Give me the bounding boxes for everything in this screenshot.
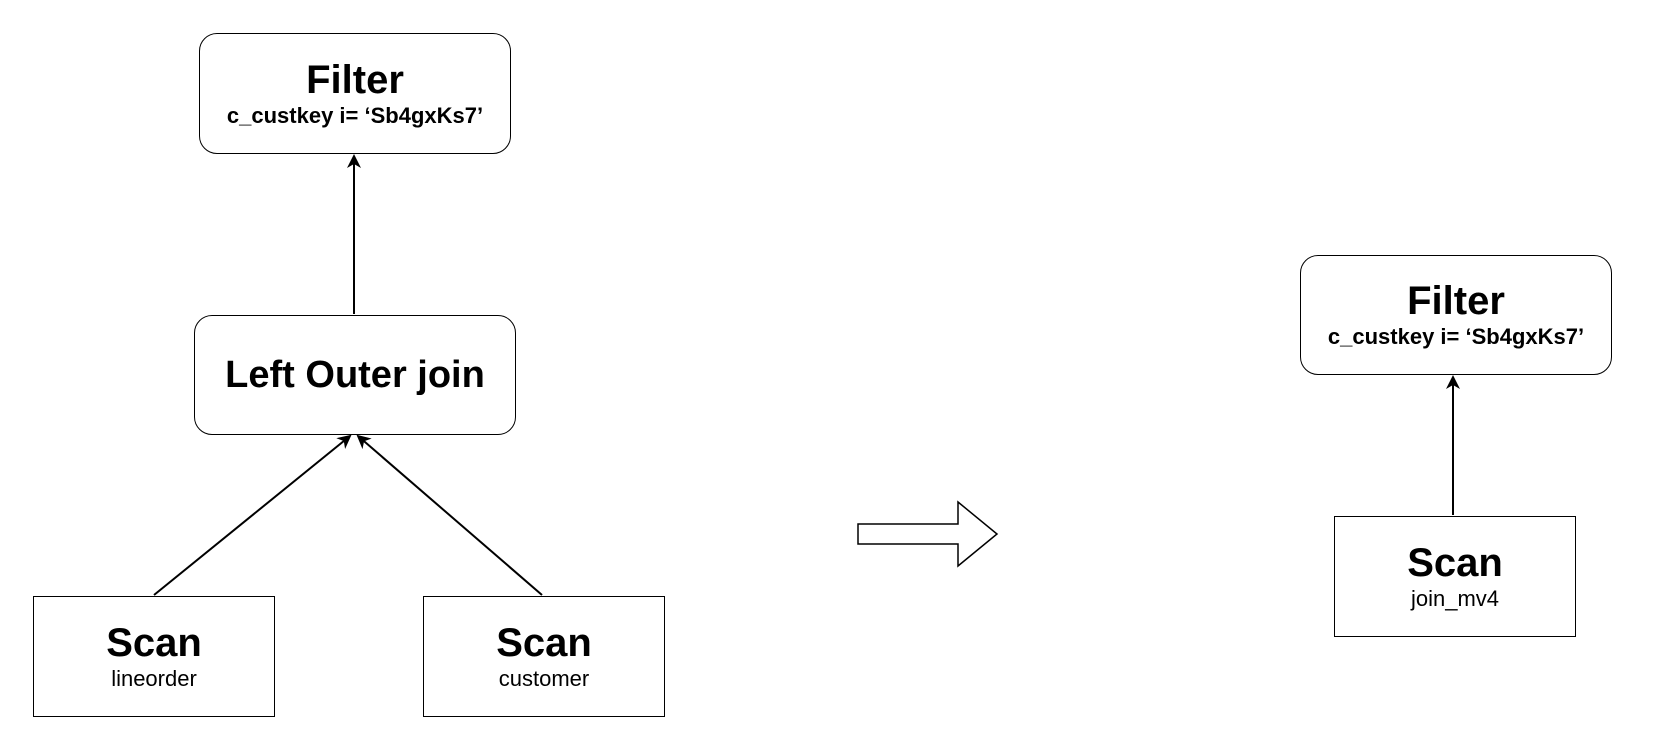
left-join-title: Left Outer join bbox=[225, 354, 485, 396]
edge-scan-customer-to-join bbox=[356, 434, 543, 596]
edge-scan-lineorder-to-join bbox=[153, 434, 352, 596]
right-block-arrow-icon bbox=[857, 500, 999, 568]
scan-mv-node: Scan join_mv4 bbox=[1334, 516, 1576, 637]
left-join-node: Left Outer join bbox=[194, 315, 516, 435]
scan-mv-table: join_mv4 bbox=[1410, 585, 1500, 611]
scan-lineorder-title: Scan bbox=[106, 620, 202, 665]
scan-lineorder-node: Scan lineorder bbox=[33, 596, 275, 717]
right-filter-node: Filter c_custkey i= ‘Sb4gxKs7’ bbox=[1300, 255, 1612, 375]
scan-lineorder-table: lineorder bbox=[111, 665, 197, 691]
scan-mv-title: Scan bbox=[1407, 540, 1503, 585]
right-filter-condition: c_custkey i= ‘Sb4gxKs7’ bbox=[1327, 324, 1585, 349]
left-filter-title: Filter bbox=[306, 57, 404, 102]
right-filter-title: Filter bbox=[1407, 279, 1505, 323]
scan-customer-node: Scan customer bbox=[423, 596, 665, 717]
left-filter-node: Filter c_custkey i= ‘Sb4gxKs7’ bbox=[199, 33, 511, 154]
scan-customer-title: Scan bbox=[496, 620, 592, 665]
scan-customer-table: customer bbox=[498, 665, 590, 691]
left-filter-condition: c_custkey i= ‘Sb4gxKs7’ bbox=[226, 102, 484, 128]
